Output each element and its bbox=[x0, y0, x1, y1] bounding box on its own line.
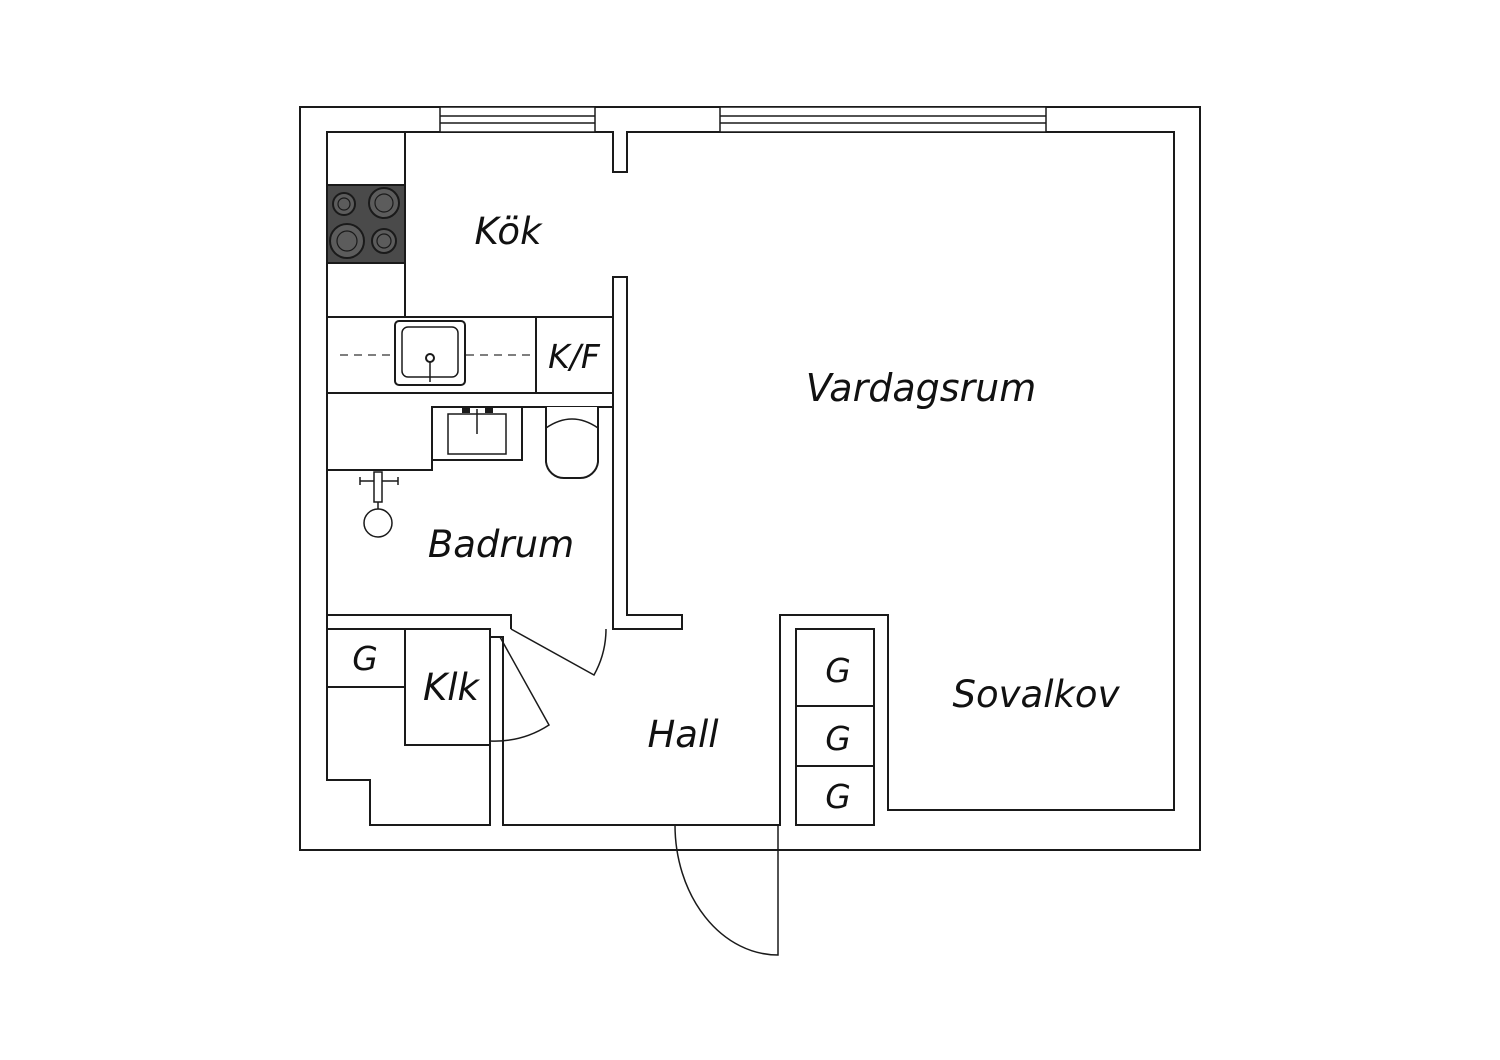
fixture-label-kf: K/F bbox=[548, 337, 601, 376]
door-entrance bbox=[674, 824, 779, 956]
window-kitchen bbox=[439, 106, 596, 133]
room-label-sovalkov: Sovalkov bbox=[953, 673, 1121, 716]
kitchen-sink-icon bbox=[394, 320, 466, 386]
room-label-klk: Klk bbox=[423, 666, 481, 709]
toilet-icon bbox=[545, 406, 599, 480]
fixture-label-g-closet: G bbox=[352, 639, 378, 678]
wall-kitchen-living bbox=[612, 276, 683, 630]
room-label-hall: Hall bbox=[647, 713, 719, 756]
room-label-badrum: Badrum bbox=[428, 523, 574, 566]
fixture-label-g-1: G bbox=[825, 651, 851, 690]
shower-icon bbox=[359, 471, 399, 538]
wall-bathroom-bottom bbox=[327, 614, 512, 629]
outer-wall bbox=[299, 106, 1201, 851]
room-label-kok: Kök bbox=[474, 210, 543, 253]
fixture-label-g-2: G bbox=[825, 719, 851, 758]
door-bathroom bbox=[510, 628, 607, 677]
room-label-vardagsrum: Vardagsrum bbox=[806, 366, 1037, 410]
wardrobe-hall bbox=[795, 628, 875, 826]
fixture-label-g-3: G bbox=[825, 777, 851, 816]
stove-icon bbox=[326, 184, 406, 264]
wall-closet-inner bbox=[404, 629, 490, 746]
wall-closet bbox=[327, 628, 491, 645]
door-closet bbox=[489, 636, 550, 742]
window-living-room bbox=[719, 106, 1047, 133]
bathroom-sink-icon bbox=[431, 406, 523, 461]
